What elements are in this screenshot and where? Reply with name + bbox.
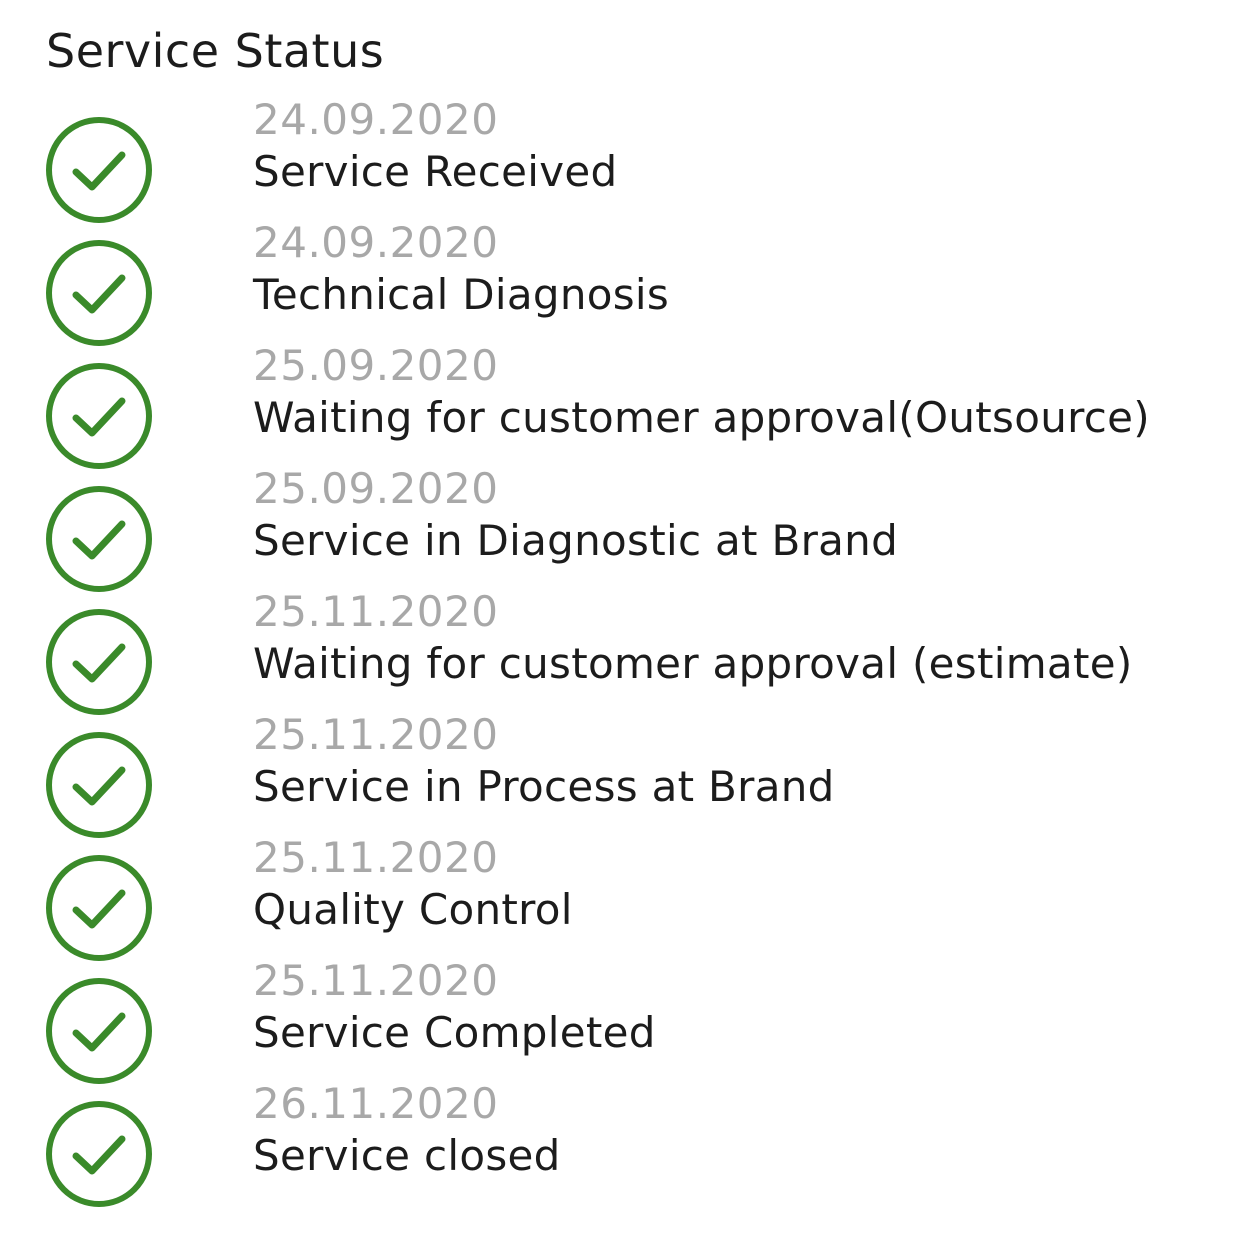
- page-title: Service Status: [46, 24, 385, 78]
- status-date: 25.09.2020: [253, 464, 499, 513]
- check-circle-icon: [45, 731, 153, 839]
- status-date: 25.11.2020: [253, 710, 499, 759]
- check-circle-icon: [45, 239, 153, 347]
- status-label: Service Received: [253, 147, 618, 196]
- status-date: 25.11.2020: [253, 587, 499, 636]
- status-date: 25.11.2020: [253, 833, 499, 882]
- status-date: 25.09.2020: [253, 341, 499, 390]
- status-label: Waiting for customer approval(Outsource): [253, 393, 1150, 442]
- status-label: Service in Process at Brand: [253, 762, 835, 811]
- status-step: 26.11.2020 Service closed: [0, 1079, 1242, 1223]
- check-circle-icon: [45, 485, 153, 593]
- check-circle-icon: [45, 854, 153, 962]
- status-label: Service Completed: [253, 1008, 656, 1057]
- status-date: 26.11.2020: [253, 1079, 499, 1128]
- status-step: 25.09.2020 Service in Diagnostic at Bran…: [0, 464, 1242, 608]
- check-circle-icon: [45, 1100, 153, 1208]
- status-step: 25.11.2020 Waiting for customer approval…: [0, 587, 1242, 731]
- status-step: 24.09.2020 Service Received: [0, 95, 1242, 239]
- check-circle-icon: [45, 362, 153, 470]
- status-step: 24.09.2020 Technical Diagnosis: [0, 218, 1242, 362]
- status-label: Service closed: [253, 1131, 561, 1180]
- status-label: Quality Control: [253, 885, 573, 934]
- status-step: 25.09.2020 Waiting for customer approval…: [0, 341, 1242, 485]
- status-step: 25.11.2020 Quality Control: [0, 833, 1242, 977]
- check-circle-icon: [45, 977, 153, 1085]
- status-label: Service in Diagnostic at Brand: [253, 516, 899, 565]
- status-date: 24.09.2020: [253, 95, 499, 144]
- status-step: 25.11.2020 Service Completed: [0, 956, 1242, 1100]
- check-circle-icon: [45, 116, 153, 224]
- check-circle-icon: [45, 608, 153, 716]
- status-date: 25.11.2020: [253, 956, 499, 1005]
- status-step: 25.11.2020 Service in Process at Brand: [0, 710, 1242, 854]
- status-date: 24.09.2020: [253, 218, 499, 267]
- status-label: Technical Diagnosis: [253, 270, 670, 319]
- status-label: Waiting for customer approval (estimate): [253, 639, 1133, 688]
